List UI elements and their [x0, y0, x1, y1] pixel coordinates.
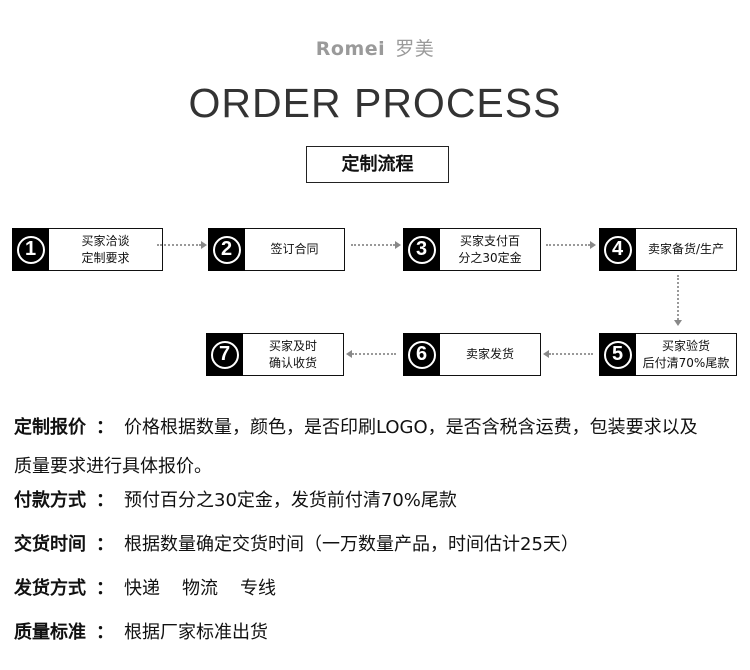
step-3: 3 买家支付百 分之30定金	[403, 228, 541, 271]
arrow-right-icon	[546, 241, 596, 249]
info-value: 质量要求进行具体报价。	[14, 456, 212, 477]
info-delivery-time: 交货时间：根据数量确定交货时间（一万数量产品，时间估计25天）	[14, 534, 579, 555]
brand: Romei 罗美	[0, 34, 750, 61]
step-label: 买家及时 确认收货	[243, 333, 344, 376]
arrow-right-icon	[157, 241, 207, 249]
step-label: 买家支付百 分之30定金	[440, 228, 541, 271]
brand-name: Romei	[315, 38, 386, 60]
step-6: 6 卖家发货	[403, 333, 541, 376]
info-value: 根据厂家标准出货	[124, 622, 268, 643]
info-key: 交货时间	[14, 534, 86, 555]
step-number-badge: 2	[208, 228, 245, 271]
step-number-badge: 5	[599, 333, 636, 376]
info-value: 根据数量确定交货时间（一万数量产品，时间估计25天）	[124, 534, 579, 555]
info-key: 付款方式	[14, 490, 86, 511]
page-title: ORDER PROCESS	[188, 80, 562, 126]
step-number-badge: 7	[206, 333, 243, 376]
info-quote-cont: 质量要求进行具体报价。	[14, 452, 212, 478]
info-value: 预付百分之30定金，发货前付清70%尾款	[124, 490, 457, 511]
step-4: 4 卖家备货/生产	[599, 228, 737, 271]
arrow-left-icon	[346, 350, 396, 358]
brand-name-cn: 罗美	[395, 38, 435, 60]
step-5: 5 买家验货 后付清70%尾款	[599, 333, 737, 376]
shipping-option: 专线	[240, 578, 276, 599]
info-payment: 付款方式：预付百分之30定金，发货前付清70%尾款	[14, 490, 457, 511]
step-number-badge: 1	[12, 228, 49, 271]
step-label: 买家验货 后付清70%尾款	[636, 333, 737, 376]
arrow-right-icon	[351, 241, 401, 249]
info-value: 价格根据数量，颜色，是否印刷LOGO，是否含税含运费，包装要求以及	[124, 417, 698, 438]
step-label: 卖家发货	[440, 333, 541, 376]
step-2: 2 签订合同	[208, 228, 345, 271]
step-number-badge: 3	[403, 228, 440, 271]
arrow-down-icon	[674, 275, 682, 326]
step-1: 1 买家洽谈 定制要求	[12, 228, 163, 271]
info-key: 质量标准	[14, 622, 86, 643]
step-7: 7 买家及时 确认收货	[206, 333, 344, 376]
info-shipping: 发货方式：快递物流专线	[14, 578, 276, 599]
shipping-option: 快递	[124, 578, 160, 599]
info-quality: 质量标准：根据厂家标准出货	[14, 622, 268, 643]
info-key: 发货方式	[14, 578, 86, 599]
step-label: 卖家备货/生产	[636, 228, 737, 271]
step-number-badge: 4	[599, 228, 636, 271]
info-quote: 定制报价：价格根据数量，颜色，是否印刷LOGO，是否含税含运费，包装要求以及	[14, 417, 698, 438]
shipping-option: 物流	[182, 578, 218, 599]
step-number-badge: 6	[403, 333, 440, 376]
section-subtitle: 定制流程	[306, 146, 449, 183]
step-label: 签订合同	[245, 228, 345, 271]
info-key: 定制报价	[14, 417, 86, 438]
arrow-left-icon	[543, 350, 593, 358]
step-label: 买家洽谈 定制要求	[49, 228, 163, 271]
